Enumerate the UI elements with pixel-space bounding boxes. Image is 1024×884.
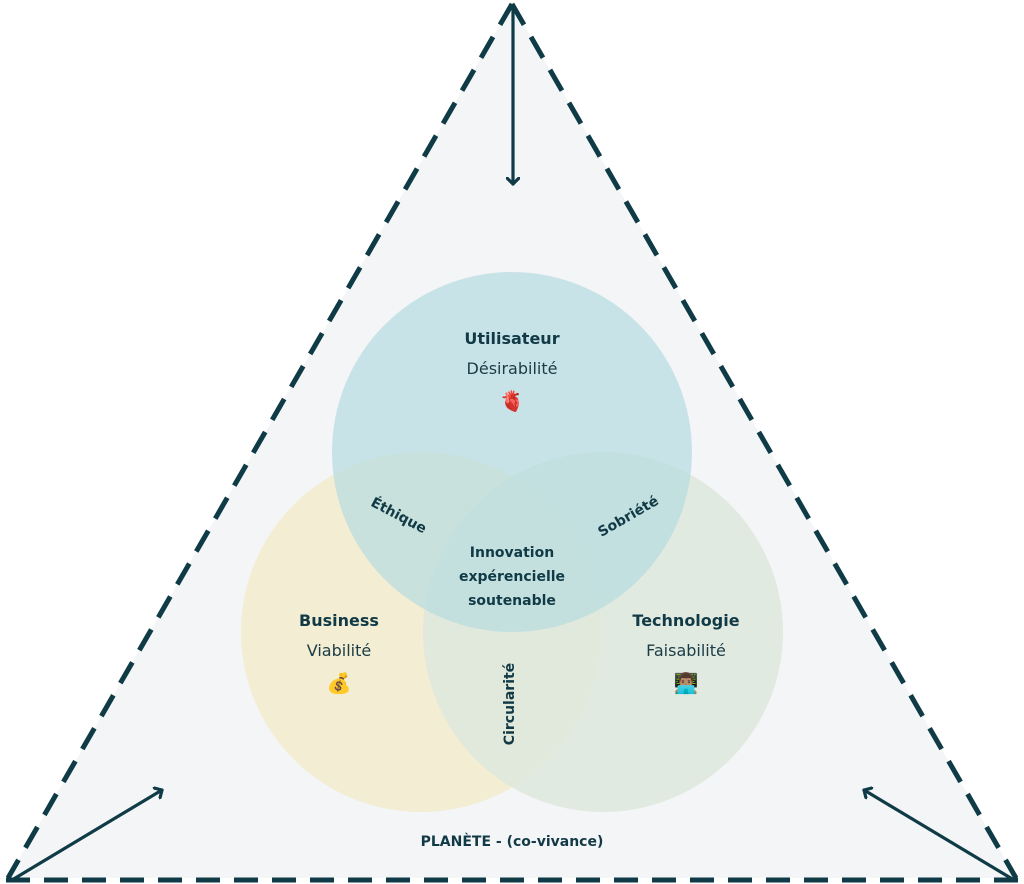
viabilite-subtitle: Viabilité [307, 641, 371, 660]
circle-utilisateur [332, 272, 692, 632]
faisabilite-subtitle: Faisabilité [646, 641, 726, 660]
money-bag-icon: 💰 [327, 671, 352, 695]
arrow-bottom-left [10, 790, 164, 882]
center-line-3: soutenable [468, 593, 556, 609]
center-line-2: expérencielle [459, 569, 565, 585]
utilisateur-title: Utilisateur [464, 329, 559, 348]
center-line-1: Innovation [470, 545, 554, 561]
desirabilite-subtitle: Désirabilité [467, 359, 558, 378]
planete-label: PLANÈTE - (co-vivance) [421, 833, 604, 850]
triangle-dashed-frame [5, 2, 1019, 883]
technologist-icon: 👨🏽‍💻 [674, 671, 699, 695]
circularite-label: Circularité [502, 663, 518, 745]
technologie-title: Technologie [632, 611, 739, 630]
anatomical-heart-icon: 🫀 [500, 389, 525, 413]
business-title: Business [299, 611, 379, 630]
arrow-bottom-right [862, 790, 1016, 882]
arrows [10, 4, 1016, 882]
